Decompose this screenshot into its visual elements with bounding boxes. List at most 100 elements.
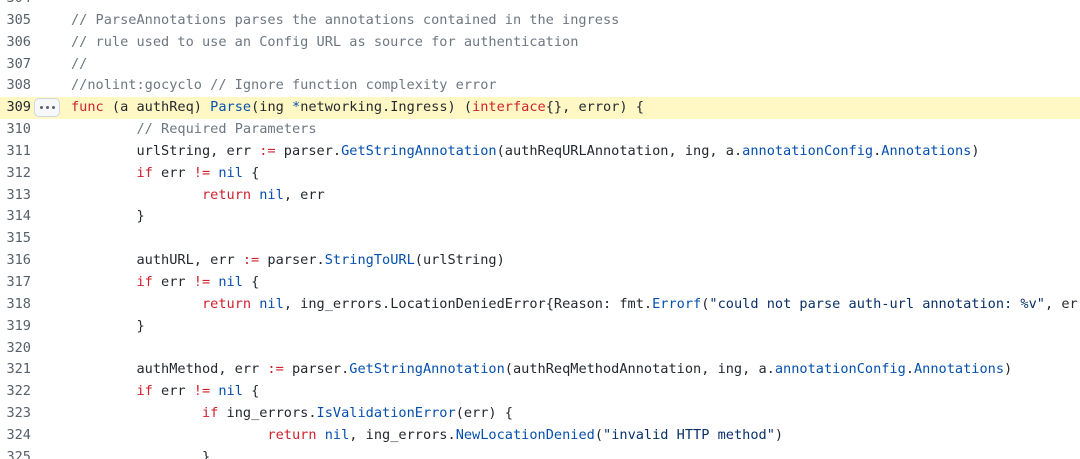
code-token: nil bbox=[324, 426, 350, 443]
line-number[interactable]: 316 bbox=[6, 252, 31, 269]
line-code: func (a authReq) Parse(ing *networking.I… bbox=[71, 97, 644, 119]
code-line: 308 //nolint:gocyclo // Ignore function c… bbox=[0, 75, 1080, 97]
code-token: ( bbox=[701, 295, 710, 312]
code-line: 323 if ing_errors.IsValidationError(err)… bbox=[0, 403, 1080, 425]
line-code: if ing_errors.IsValidationError(err) { bbox=[71, 403, 513, 425]
line-code: return nil, err bbox=[71, 185, 325, 207]
code-token: func bbox=[71, 99, 104, 116]
code-token: (authReqMethodAnnotation, ing, a. bbox=[504, 361, 775, 378]
code-token: if bbox=[136, 273, 153, 290]
line-number[interactable]: 321 bbox=[6, 361, 31, 378]
code-token: { bbox=[242, 273, 260, 290]
code-token: != bbox=[193, 164, 211, 181]
code-token: StringToURL bbox=[324, 252, 415, 269]
code-token: := bbox=[267, 361, 284, 378]
line-code: } bbox=[71, 206, 145, 228]
line-code: authURL, err := parser.StringToURL(urlSt… bbox=[71, 250, 504, 272]
code-token: parser. bbox=[283, 361, 350, 378]
code-token: //nolint:gocyclo // Ignore function comp… bbox=[71, 77, 497, 94]
code-token: interface bbox=[472, 99, 546, 116]
code-token bbox=[71, 296, 202, 312]
code-line: 305 // ParseAnnotations parses the annota… bbox=[0, 10, 1080, 32]
line-number[interactable]: 323 bbox=[6, 405, 31, 422]
line-code: // Required Parameters bbox=[71, 119, 317, 141]
line-menu-button[interactable] bbox=[34, 98, 60, 118]
line-number[interactable]: 309 bbox=[6, 99, 31, 116]
code-line: 309 func (a authReq) Parse(ing *networkin… bbox=[0, 97, 1080, 120]
code-token: Annotations bbox=[914, 361, 1005, 378]
code-token: * bbox=[292, 99, 301, 116]
line-number[interactable]: 318 bbox=[6, 295, 31, 312]
code-token: != bbox=[193, 273, 211, 290]
line-number[interactable]: 322 bbox=[6, 383, 31, 400]
line-code: // rule used to use an Config URL as sou… bbox=[71, 32, 578, 54]
code-token: return bbox=[201, 186, 252, 203]
code-token: // bbox=[71, 55, 88, 72]
line-number[interactable]: 319 bbox=[6, 317, 31, 334]
line-number[interactable]: 310 bbox=[6, 121, 31, 138]
line-number[interactable]: 315 bbox=[6, 230, 31, 247]
code-token: annotationConfig bbox=[774, 361, 906, 378]
code-token: return bbox=[201, 295, 252, 312]
line-number[interactable]: 306 bbox=[6, 33, 31, 50]
code-token: // rule used to use an Config URL as sou… bbox=[71, 33, 579, 50]
line-number[interactable]: 313 bbox=[6, 186, 31, 203]
line-number[interactable]: 311 bbox=[6, 142, 31, 159]
code-token: (ing bbox=[251, 99, 292, 116]
code-token: , err bbox=[283, 186, 325, 203]
code-token: { bbox=[242, 383, 260, 400]
code-line: 311 urlString, err := parser.GetStringAn… bbox=[0, 141, 1080, 163]
code-line: 318 return nil, ing_errors.LocationDenie… bbox=[0, 294, 1080, 316]
code-token: if bbox=[201, 405, 219, 422]
code-line: 324 return nil, ing_errors.NewLocationDe… bbox=[0, 425, 1080, 447]
code-token: ) bbox=[971, 142, 980, 159]
code-token: } bbox=[71, 208, 145, 225]
code-token: } bbox=[71, 448, 211, 459]
code-token: return bbox=[267, 426, 317, 443]
code-line: 316 authURL, err := parser.StringToURL(u… bbox=[0, 250, 1080, 272]
line-number[interactable]: 324 bbox=[6, 426, 31, 443]
code-token: // Required Parameters bbox=[136, 121, 317, 138]
code-token: , ing_errors.LocationDeniedError{Reason:… bbox=[283, 295, 653, 312]
code-token: "invalid HTTP method" bbox=[603, 426, 775, 443]
code-line: 321 authMethod, err := parser.GetStringA… bbox=[0, 359, 1080, 381]
code-token bbox=[71, 427, 267, 443]
line-number[interactable]: 314 bbox=[6, 208, 31, 225]
line-number[interactable]: 307 bbox=[6, 55, 31, 72]
code-token: nil bbox=[218, 383, 243, 400]
code-token: , err)} bbox=[1044, 295, 1080, 312]
code-line: 317 if err != nil { bbox=[0, 272, 1080, 294]
code-line: 322 if err != nil { bbox=[0, 381, 1080, 403]
code-line: 320 bbox=[0, 338, 1080, 360]
line-number[interactable]: 325 bbox=[6, 448, 31, 459]
code-token: ( bbox=[594, 426, 604, 443]
line-number[interactable]: 320 bbox=[6, 339, 31, 356]
line-code: // bbox=[71, 54, 87, 76]
code-token: urlString, err bbox=[71, 142, 260, 159]
code-token: err bbox=[152, 164, 194, 181]
code-token: err bbox=[152, 383, 194, 400]
code-token bbox=[71, 383, 136, 399]
code-token: . bbox=[873, 142, 882, 159]
line-code: } bbox=[71, 316, 144, 338]
line-number[interactable]: 308 bbox=[6, 77, 31, 94]
code-token: if bbox=[136, 383, 153, 400]
code-line: 306 // rule used to use an Config URL as … bbox=[0, 32, 1080, 54]
line-number[interactable]: 312 bbox=[6, 164, 31, 181]
line-number[interactable]: 317 bbox=[6, 273, 31, 290]
code-token: "could not parse auth-url annotation: %v… bbox=[709, 295, 1045, 312]
line-number[interactable]: 305 bbox=[6, 11, 31, 28]
code-token: (err) { bbox=[455, 405, 513, 422]
code-token: parser. bbox=[275, 142, 342, 159]
line-code: // ParseAnnotations parses the annotatio… bbox=[71, 10, 619, 32]
code-token: parser. bbox=[259, 252, 325, 269]
code-token: (authReqURLAnnotation, ing, a. bbox=[496, 142, 743, 159]
code-line: 314 } bbox=[0, 206, 1080, 228]
line-code: urlString, err := parser.GetStringAnnota… bbox=[71, 141, 980, 163]
code-token bbox=[71, 274, 136, 290]
line-number[interactable]: 304 bbox=[0, 0, 31, 10]
code-token: ) bbox=[774, 426, 784, 443]
line-code: if err != nil { bbox=[71, 272, 259, 294]
